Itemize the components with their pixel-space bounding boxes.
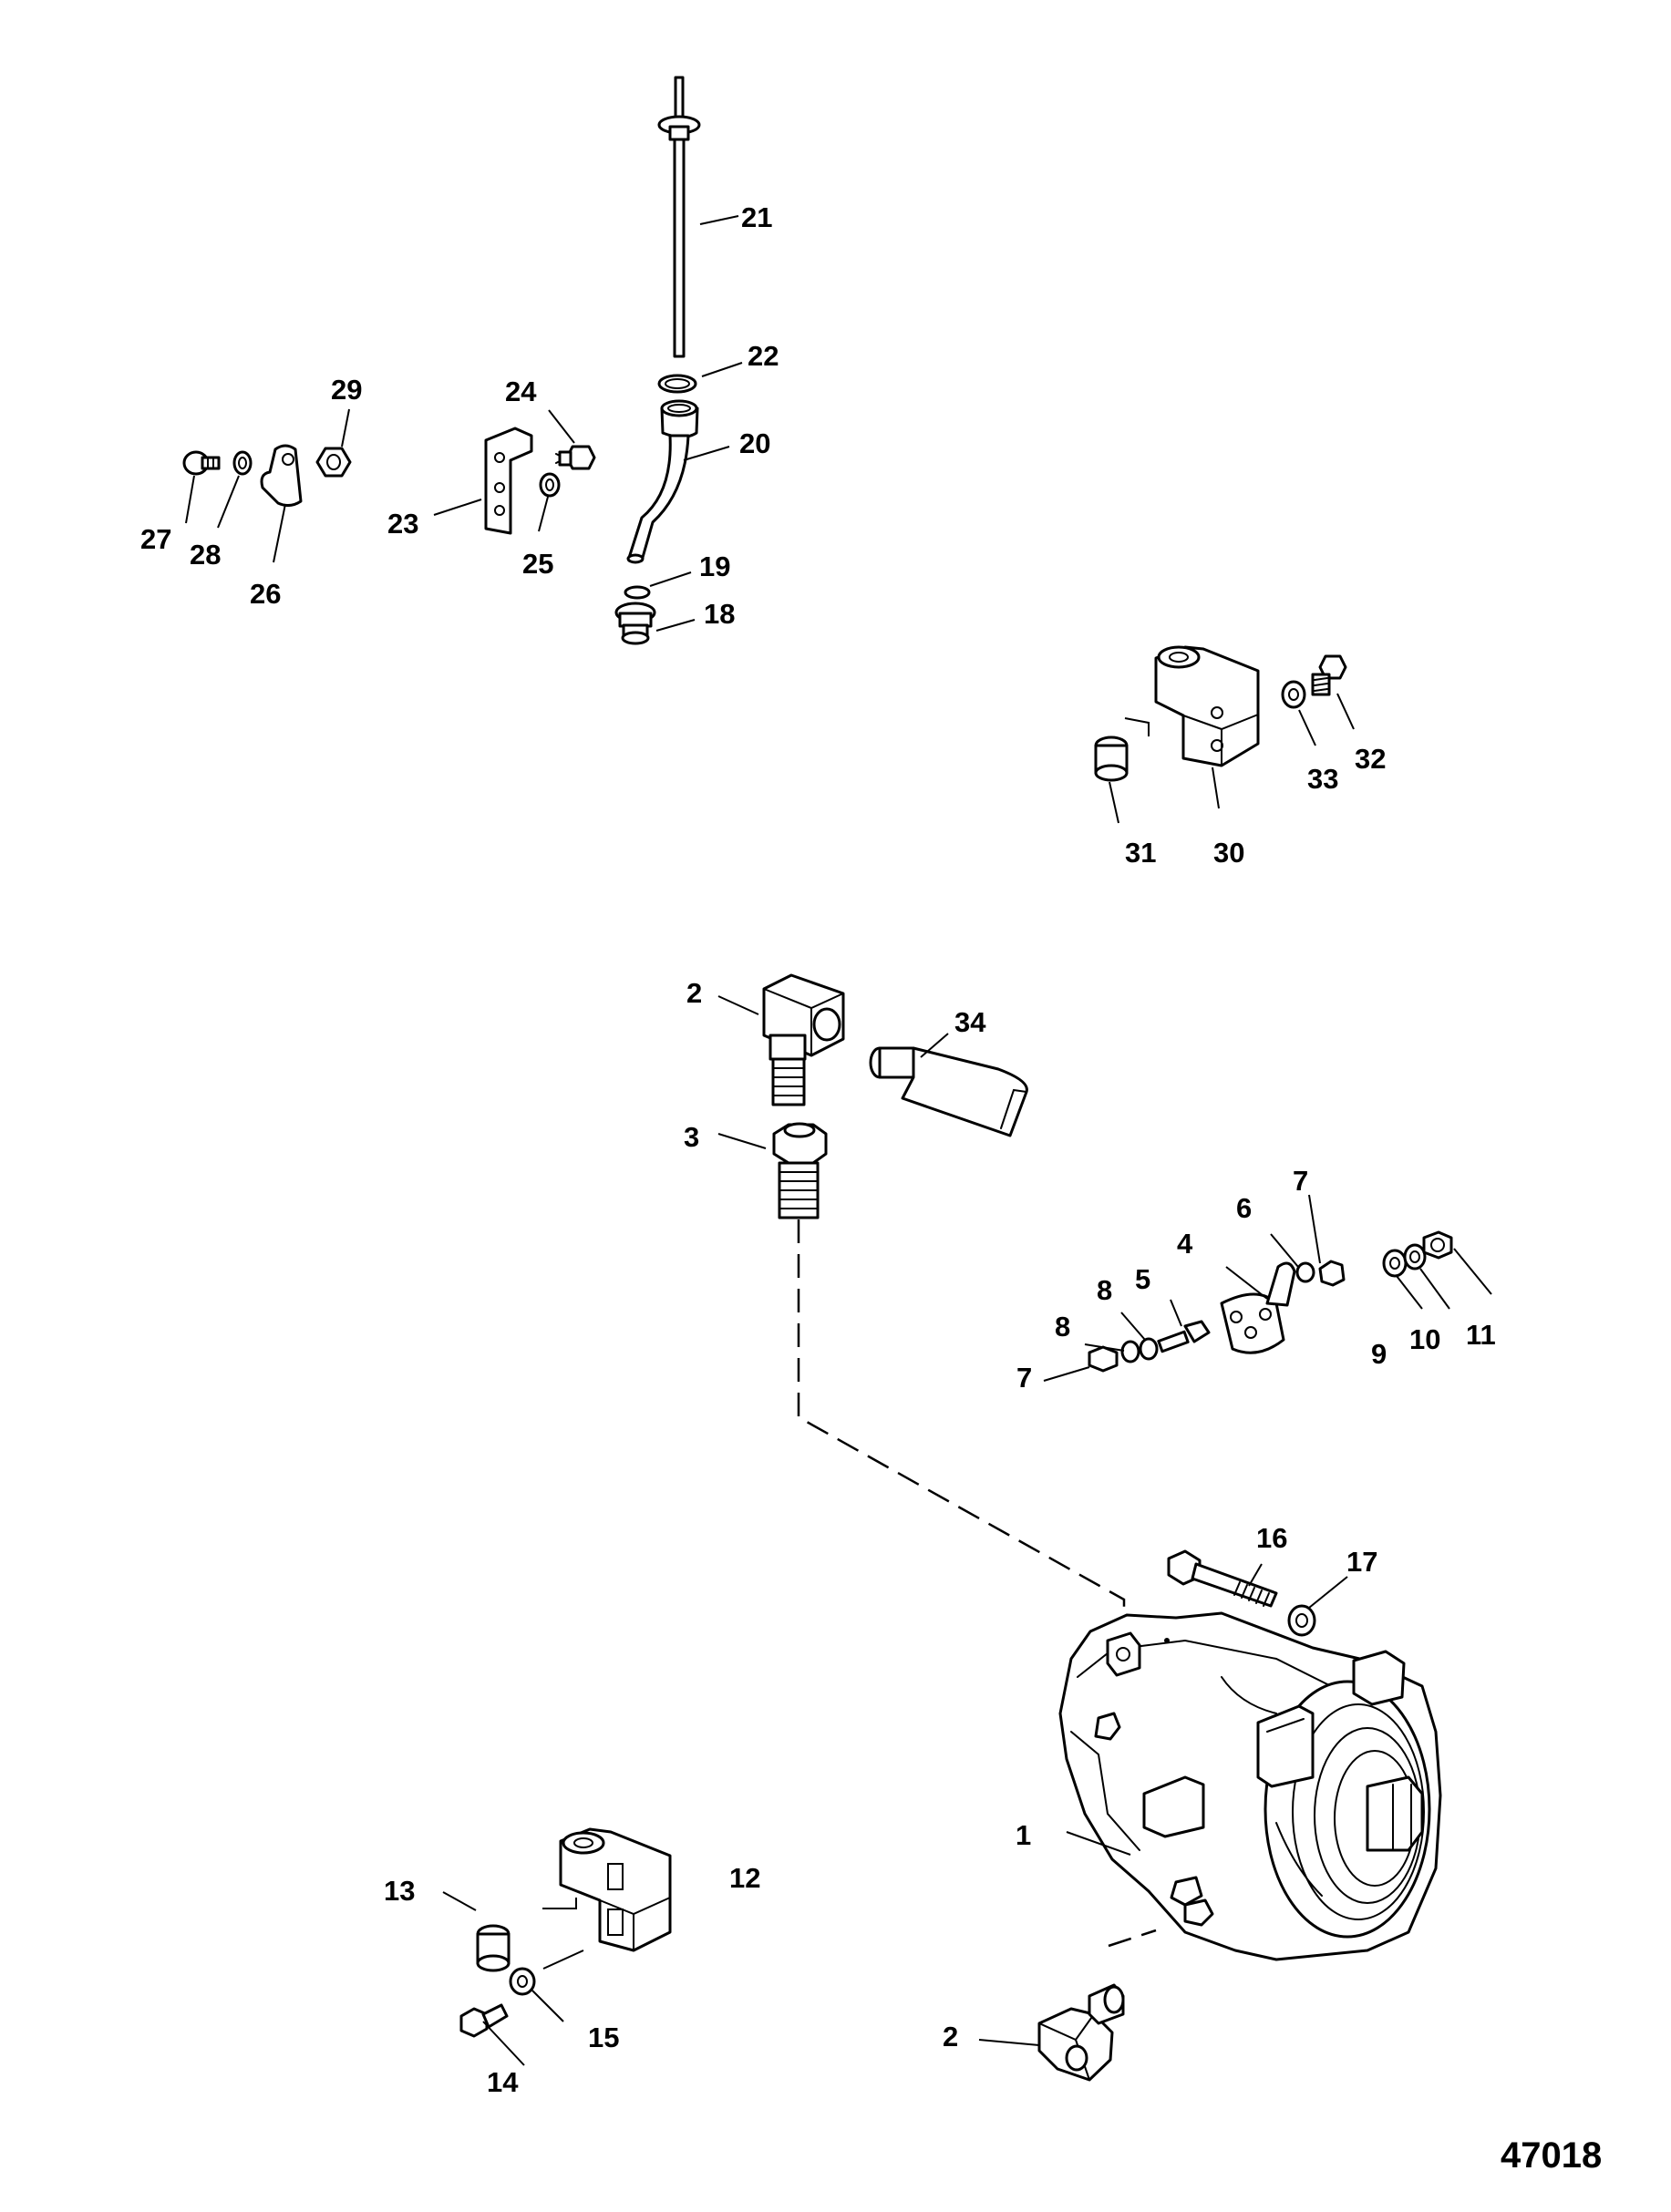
callout-2-lower: 2 <box>943 2021 958 2053</box>
callout-29: 29 <box>331 374 362 406</box>
dipstick-part <box>657 76 701 358</box>
nut-right-part <box>1318 1260 1346 1287</box>
washer-left-part <box>1120 1337 1159 1363</box>
callout-21: 21 <box>741 201 772 233</box>
lower-mount-bracket-part <box>542 1827 672 1970</box>
callout-32: 32 <box>1355 743 1386 775</box>
callout-20: 20 <box>739 427 770 459</box>
callout-8-upper: 8 <box>1097 1274 1112 1306</box>
clamp-part <box>484 427 533 535</box>
bushing-part <box>1094 736 1129 782</box>
mount-bolt-part <box>1311 654 1347 696</box>
flat-washer-part <box>1287 1604 1316 1637</box>
callout-2-upper: 2 <box>686 977 702 1009</box>
sender-part <box>869 1046 1028 1137</box>
callout-23: 23 <box>387 508 418 540</box>
small-o-ring-part <box>624 585 651 600</box>
callout-1: 1 <box>1016 1819 1031 1851</box>
figure-id: 47018 <box>1501 2135 1602 2176</box>
alignment-line-lower <box>1108 1929 1157 1948</box>
callout-31: 31 <box>1125 837 1156 869</box>
o-ring-part <box>657 374 697 394</box>
callout-13: 13 <box>384 1875 415 1907</box>
dipstick-grommet-part <box>614 602 656 645</box>
callout-17: 17 <box>1346 1546 1377 1578</box>
lower-bushing-part <box>476 1924 511 1972</box>
callout-30: 30 <box>1213 837 1244 869</box>
callout-3: 3 <box>684 1121 699 1153</box>
elbow-fitting-lower-part <box>1037 1983 1125 2082</box>
callout-4: 4 <box>1177 1228 1193 1260</box>
callout-15: 15 <box>588 2022 619 2053</box>
mount-washer-part <box>1281 680 1306 709</box>
callout-10: 10 <box>1409 1323 1440 1355</box>
mount-bracket-part <box>1124 645 1260 767</box>
callout-5: 5 <box>1135 1263 1150 1295</box>
callout-9: 9 <box>1371 1338 1387 1370</box>
callout-34: 34 <box>954 1006 986 1038</box>
callout-27: 27 <box>140 523 171 555</box>
elbow-fitting-part <box>762 973 845 1106</box>
alignment-line <box>797 1219 1126 1631</box>
callout-25: 25 <box>522 548 553 580</box>
nut-left-part <box>1088 1345 1119 1373</box>
callout-24: 24 <box>505 376 537 407</box>
callout-labels: 21 22 20 19 18 24 23 25 29 27 28 26 31 3… <box>140 201 1496 2098</box>
leader-lines <box>185 215 1492 2066</box>
washer-set-part <box>1382 1230 1453 1278</box>
callout-22: 22 <box>748 340 779 372</box>
lower-washer-part <box>509 1967 536 1996</box>
washer-right-part <box>1295 1261 1315 1283</box>
callout-19: 19 <box>699 550 730 582</box>
callout-6: 6 <box>1236 1192 1252 1224</box>
screw-part <box>182 450 221 476</box>
clamp-screw-part <box>555 445 596 470</box>
lever-plate-part <box>1220 1261 1296 1354</box>
lock-washer-part <box>539 472 561 498</box>
callout-18: 18 <box>704 598 735 630</box>
callout-33: 33 <box>1307 763 1338 795</box>
bracket-part <box>260 444 303 508</box>
callout-7-lower: 7 <box>1016 1362 1032 1394</box>
callout-8-lower: 8 <box>1055 1311 1070 1343</box>
washer-part <box>232 450 253 476</box>
callout-16: 16 <box>1256 1522 1287 1554</box>
callout-7-upper: 7 <box>1293 1165 1308 1197</box>
callout-12: 12 <box>729 1862 760 1894</box>
callout-11: 11 <box>1466 1319 1496 1351</box>
callout-28: 28 <box>190 539 221 571</box>
transmission-part <box>1058 1611 1442 1961</box>
stud-part <box>1157 1320 1211 1353</box>
adapter-fitting-part <box>772 1122 828 1219</box>
callout-26: 26 <box>250 578 281 610</box>
nut-part <box>315 447 352 478</box>
dipstick-tube-part <box>626 399 699 564</box>
callout-14: 14 <box>487 2066 519 2098</box>
bolt-part <box>1167 1549 1278 1608</box>
lower-screw-part <box>459 2003 509 2038</box>
